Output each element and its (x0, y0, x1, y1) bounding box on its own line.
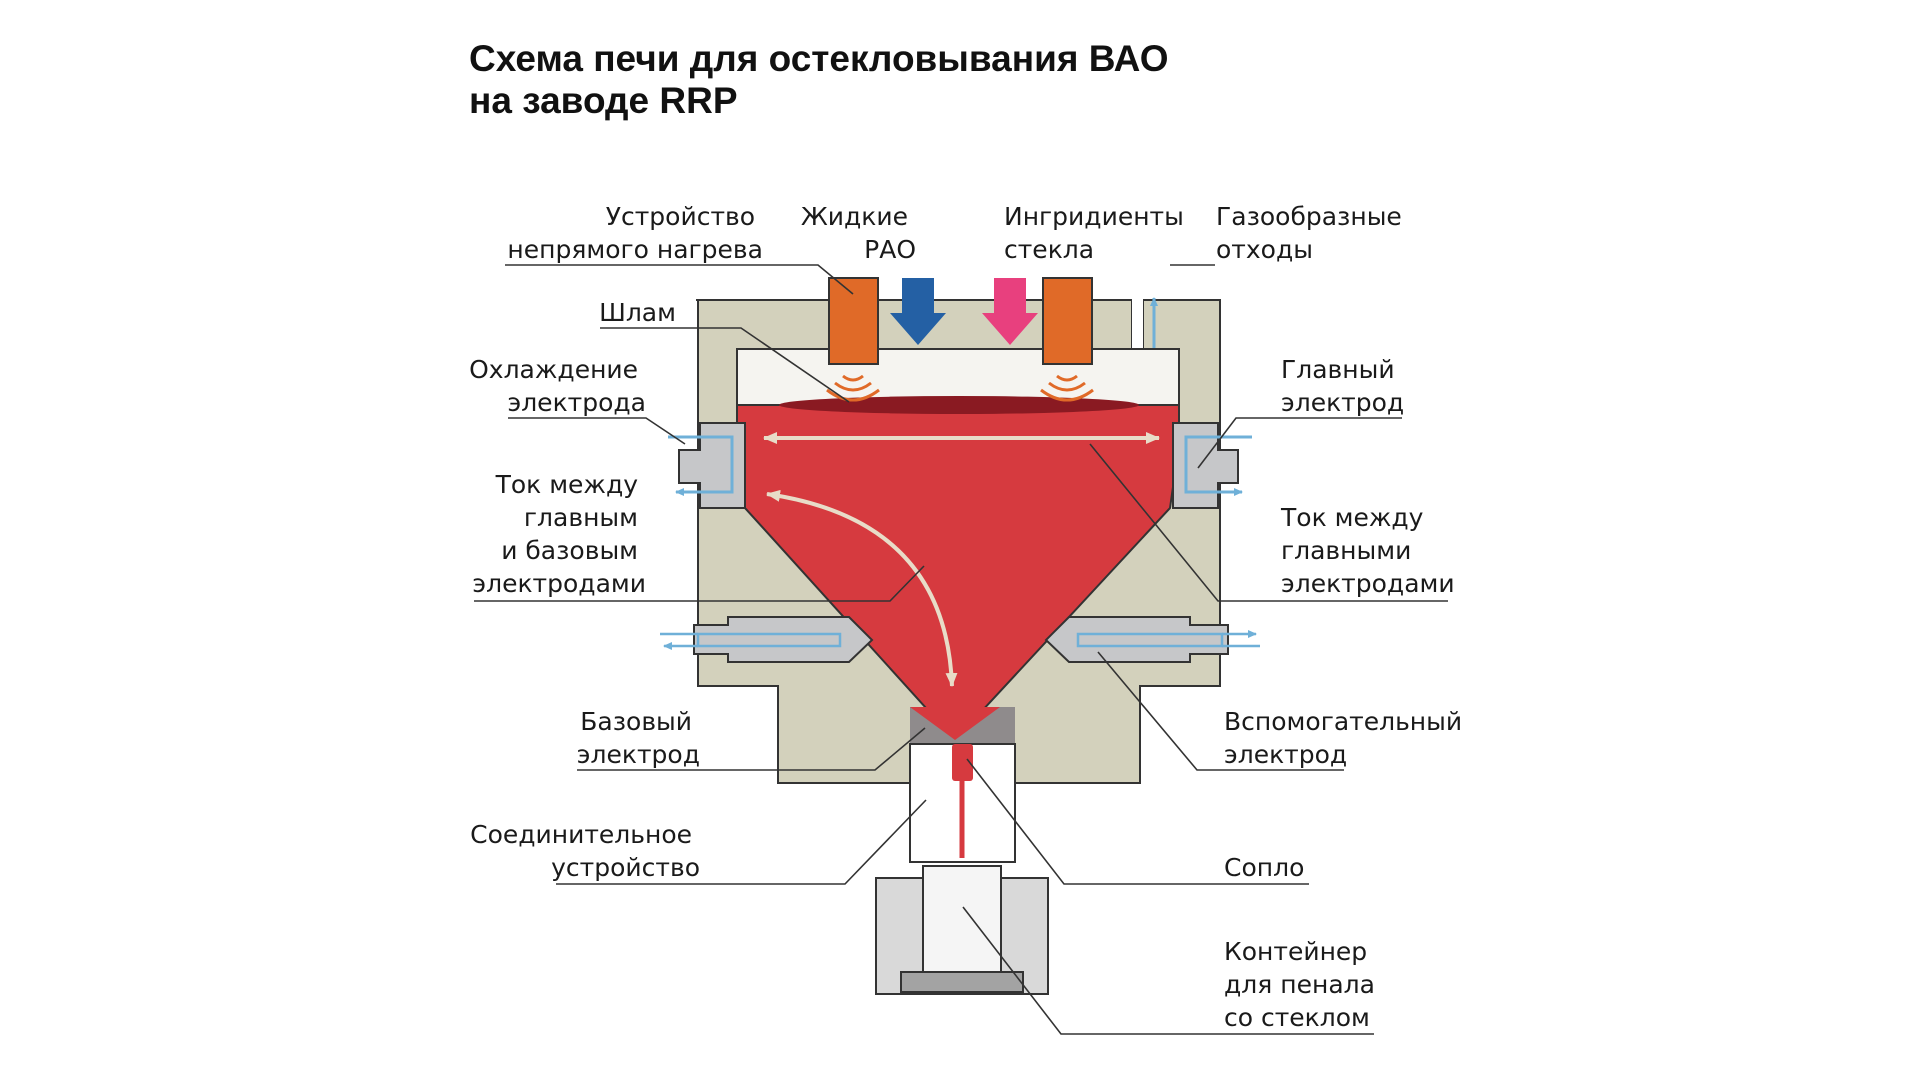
leader-main-electrode (1197, 417, 1402, 469)
heater-right (1042, 277, 1093, 365)
leader-lines (474, 264, 1448, 1035)
label-gaseous-waste: Газообразные отходы (1216, 202, 1410, 264)
offgas-outlet (1132, 298, 1143, 352)
label-connector: Соединительное устройство (470, 820, 700, 882)
leader-sludge (600, 327, 850, 403)
leader-current-main-base (474, 565, 925, 602)
label-base-electrode: Базовый электрод (577, 707, 700, 769)
base-electrode-cone (910, 707, 1000, 740)
title-line-1: Схема печи для остекловывания ВАО (469, 38, 1169, 79)
label-nozzle: Сопло (1224, 853, 1304, 882)
label-main-electrode: Главный электрод (1281, 355, 1404, 417)
leader-indirect-heating (505, 264, 854, 295)
leader-auxiliary-electrode (1097, 651, 1344, 771)
label-auxiliary-electrode: Вспомогательный электрод (1224, 707, 1470, 769)
label-liquid-rao: Жидкие РАО (801, 202, 916, 264)
label-current-main-main: Ток между главными электродами (1280, 503, 1455, 598)
diagram-title: Схема печи для остекловывания ВАО на зав… (469, 38, 1169, 122)
heat-waves-right (1040, 374, 1094, 402)
label-indirect-heating: Устройство непрямого нагрева (507, 202, 763, 264)
leader-nozzle (966, 758, 1309, 885)
leader-base-electrode (577, 727, 926, 771)
heat-waves-left (826, 374, 880, 402)
leader-current-main-main (1089, 443, 1448, 602)
heater-left (828, 277, 879, 365)
glass-ingredients-arrow (982, 278, 1038, 345)
cooling-line-left (668, 435, 734, 496)
liquid-rao-arrow (890, 278, 946, 345)
cooling-line-right (1184, 435, 1252, 496)
label-canister-container: Контейнер для пенала со стеклом (1224, 937, 1383, 1032)
canister-base (900, 971, 1024, 993)
label-sludge: Шлам (599, 298, 676, 327)
main-electrode-left (678, 422, 746, 509)
label-current-main-base: Ток между главным и базовым электродами (472, 470, 646, 598)
leader-electrode-cooling (508, 417, 686, 445)
slurry-layer (779, 396, 1139, 414)
leader-connector (556, 799, 927, 885)
canister (922, 865, 1002, 974)
nozzle (952, 744, 973, 781)
label-electrode-cooling: Охлаждение электрода (469, 355, 646, 417)
label-glass-ingredients: Ингридиенты стекла (1004, 202, 1192, 264)
current-main-base-arrow (766, 489, 958, 687)
main-electrode-right (1172, 422, 1239, 509)
leader-canister (962, 906, 1374, 1035)
title-line-2: на заводе RRP (469, 80, 738, 121)
auxiliary-electrode-right (1044, 616, 1229, 663)
